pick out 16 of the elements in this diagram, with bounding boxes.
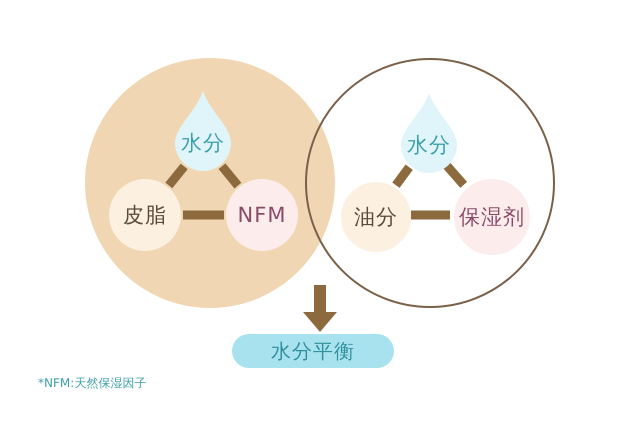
water-drop: 水分 xyxy=(401,93,457,173)
water-drop: 水分 xyxy=(175,91,231,171)
circle: NFM xyxy=(226,179,298,251)
circle-outline xyxy=(305,58,555,308)
connector-bar xyxy=(392,164,413,188)
footnote: *NFM:天然保湿因子 xyxy=(38,375,146,392)
pill-box: 水分平衡 xyxy=(232,334,394,368)
circle: 皮脂 xyxy=(109,179,181,251)
arrow xyxy=(303,285,337,332)
connector-bar xyxy=(443,162,468,188)
circle: 油分 xyxy=(341,182,411,252)
circle: 保湿剂 xyxy=(454,179,530,255)
connector-bar xyxy=(165,164,188,188)
connector-bar xyxy=(183,210,224,220)
connector-bar xyxy=(218,163,242,188)
connector-bar xyxy=(411,210,450,220)
